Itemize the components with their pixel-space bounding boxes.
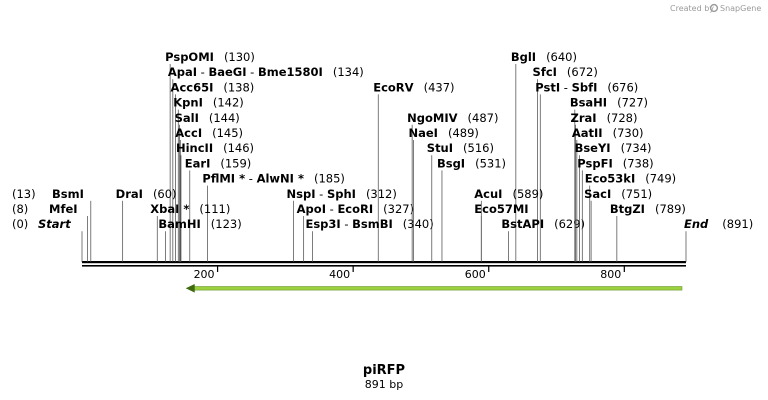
- site-label-bsahi: BsaHI(727): [570, 96, 648, 110]
- feature-bar: [191, 286, 683, 291]
- site-label-apoi: ApoI - EcoRI(327): [297, 202, 414, 216]
- site-label-start: (0)Start: [12, 217, 71, 231]
- site-label-acc65i: Acc65I(138): [171, 80, 255, 94]
- site-label-xbai: XbaI *(111): [150, 202, 230, 216]
- site-label-zrai: ZraI(728): [571, 111, 638, 125]
- site-label-kpni: KpnI(142): [173, 96, 244, 110]
- site-label-end: End(891): [684, 217, 753, 231]
- plasmid-size: 891 bp: [365, 378, 403, 391]
- plasmid-name: piRFP: [363, 363, 405, 378]
- ruler-tick-label: 200: [194, 268, 215, 281]
- sequence-backbone: [82, 261, 686, 267]
- ruler-tick-label: 400: [329, 268, 350, 281]
- site-label-psti: PstI - SbfI(676): [535, 80, 638, 94]
- site-label-pspfi: PspFI(738): [577, 156, 653, 170]
- site-label-ngomiv: NgoMIV(487): [407, 111, 498, 125]
- feature-arrow: [185, 284, 683, 293]
- site-label-ecorv: EcoRV(437): [373, 80, 454, 94]
- site-label-bamhi: BamHI(123): [158, 217, 241, 231]
- svg-text:SnapGene: SnapGene: [720, 4, 761, 13]
- site-label-eco57mi: Eco57MI: [474, 202, 528, 216]
- site-label-btgzi: BtgZI(789): [610, 202, 686, 216]
- site-label-aatii: AatII(730): [572, 126, 644, 140]
- site-label-eco53ki: Eco53kI(749): [585, 172, 676, 186]
- site-label-stui: StuI(516): [427, 141, 494, 155]
- credit-label: Created by: [670, 4, 714, 13]
- site-label-mfei: (8)MfeI: [12, 202, 78, 216]
- feature-arrowhead: [185, 284, 195, 293]
- ruler-tick-label: 800: [600, 268, 621, 281]
- site-label-pflmi: PflMI * - AlwNI *(185): [202, 172, 345, 186]
- site-label-saci: SacI(751): [584, 187, 652, 201]
- site-label-sfci: SfcI(672): [533, 65, 598, 79]
- site-label-nspi: NspI - SphI(312): [287, 187, 397, 201]
- site-label-hincii: HincII(146): [176, 141, 254, 155]
- site-label-bseyi: BseYI(734): [575, 141, 652, 155]
- site-label-esp3i: Esp3I - BsmBI(340): [305, 217, 433, 231]
- ruler-tick-label: 600: [465, 268, 486, 281]
- site-label-naei: NaeI(489): [408, 126, 478, 140]
- site-label-bsgi: BsgI(531): [437, 156, 506, 170]
- restriction-sites: PspOMI(130)ApaI - BaeGI - Bme1580I(134)A…: [12, 50, 753, 262]
- site-label-bsmi: (13)BsmI: [12, 187, 84, 201]
- snapgene-logo: SnapGene: [709, 3, 761, 13]
- ruler: 200 400 600 800: [194, 265, 625, 281]
- site-label-bstapi: BstAPI(629): [501, 217, 585, 231]
- site-label-eari: EarI(159): [185, 156, 252, 170]
- site-label-acui: AcuI(589): [474, 187, 543, 201]
- site-label-acci: AccI(145): [175, 126, 243, 140]
- site-label-sali: SalI(144): [175, 111, 240, 125]
- site-label-bgli: BglI(640): [511, 50, 577, 64]
- site-label-drai: DraI(60): [116, 187, 177, 201]
- site-label-apai: ApaI - BaeGI - Bme1580I(134): [168, 65, 364, 79]
- site-label-pspomi: PspOMI(130): [165, 50, 255, 64]
